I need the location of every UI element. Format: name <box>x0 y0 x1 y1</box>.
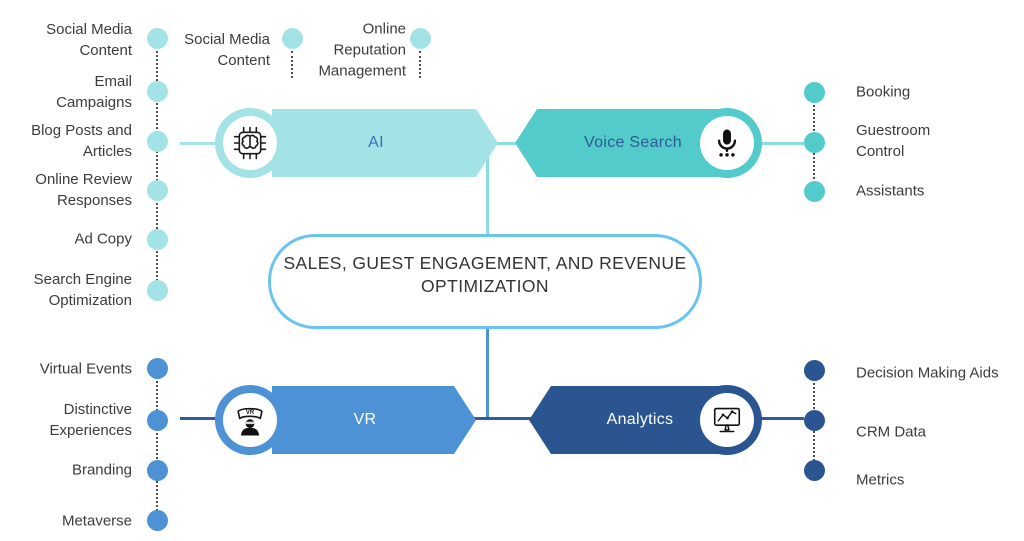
list-item-label: Email Campaigns <box>56 73 132 111</box>
list-item-label: Blog Posts and Articles <box>31 122 132 160</box>
voice-search-circle <box>692 108 762 178</box>
list-item-label: Search Engine Optimization <box>33 271 132 309</box>
list-item-label: Ad Copy <box>74 230 132 248</box>
ai-hexagon: AI <box>272 109 498 177</box>
bullet-dot <box>147 409 168 431</box>
microphone-icon <box>717 129 737 157</box>
bullet-dot <box>410 27 431 49</box>
dotted-connector <box>156 40 158 288</box>
bullet-dot <box>804 131 825 153</box>
connector-line-ai-left <box>180 141 216 145</box>
vr-headset-icon: VR <box>237 407 263 436</box>
connector-line-voice-right <box>760 141 804 145</box>
ai-label: AI <box>368 134 384 151</box>
bullet-dot <box>147 279 168 301</box>
list-item-label: Online Reputation Management <box>318 20 406 80</box>
bullet-dot <box>147 459 168 481</box>
list-item-label: Assistants <box>856 182 925 200</box>
bullet-dot <box>147 179 168 201</box>
connector-line-bottom-junction <box>452 416 532 420</box>
list-item-label: Distinctive Experiences <box>49 401 132 439</box>
bullet-dot <box>804 359 825 381</box>
bullet-dot <box>147 509 168 531</box>
list-item-label: Online Review Responses <box>35 171 132 209</box>
list-item-label: Metrics <box>856 471 905 489</box>
bullet-dot <box>147 357 168 379</box>
dotted-connector <box>156 370 158 518</box>
connector-line-vr-left <box>180 416 216 420</box>
vr-circle: VR <box>215 385 285 455</box>
bullet-dot <box>804 180 825 202</box>
ai-chip-icon <box>233 126 267 160</box>
analytics-label: Analytics <box>606 411 674 428</box>
bullet-dot <box>804 81 825 103</box>
vr-hexagon: VR <box>272 386 476 454</box>
center-title-line2: OPTIMIZATION <box>421 276 549 296</box>
vr-icon-label: VR <box>246 410 255 416</box>
voice-search-label: Voice Search <box>584 134 682 151</box>
bullet-dot <box>147 130 168 152</box>
list-item-label: Metaverse <box>61 512 132 530</box>
bullet-dot <box>147 228 168 250</box>
analytics-monitor-icon <box>713 407 741 433</box>
connector-line-bottom-vertical <box>486 329 489 418</box>
list-item-label: Social Media Content <box>184 31 270 69</box>
ai-circle <box>215 108 285 178</box>
bullet-dot <box>804 409 825 431</box>
analytics-circle <box>692 385 762 455</box>
connector-line-analytics-right <box>760 416 804 420</box>
dotted-connector <box>291 51 293 78</box>
connector-line-top-vertical <box>486 142 489 235</box>
bullet-dot <box>804 459 825 481</box>
center-title-box: SALES, GUEST ENGAGEMENT, AND REVENUE OPT… <box>268 234 702 329</box>
list-item-label: CRM Data <box>856 423 927 441</box>
bullet-dot <box>282 27 303 49</box>
center-title-line1: SALES, GUEST ENGAGEMENT, AND REVENUE <box>283 253 687 273</box>
vr-label: VR <box>353 411 377 428</box>
dotted-connector <box>419 51 421 78</box>
list-item-label: Social Media Content <box>46 21 132 59</box>
list-item-label: Virtual Events <box>39 360 132 378</box>
list-item-label: Branding <box>71 461 132 479</box>
list-item-label: Guestroom Control <box>856 122 931 160</box>
list-item-label: Decision Making Aids <box>856 364 999 382</box>
list-item-label: Booking <box>856 83 911 101</box>
bullet-dot <box>147 80 168 102</box>
bullet-dot <box>147 27 168 49</box>
